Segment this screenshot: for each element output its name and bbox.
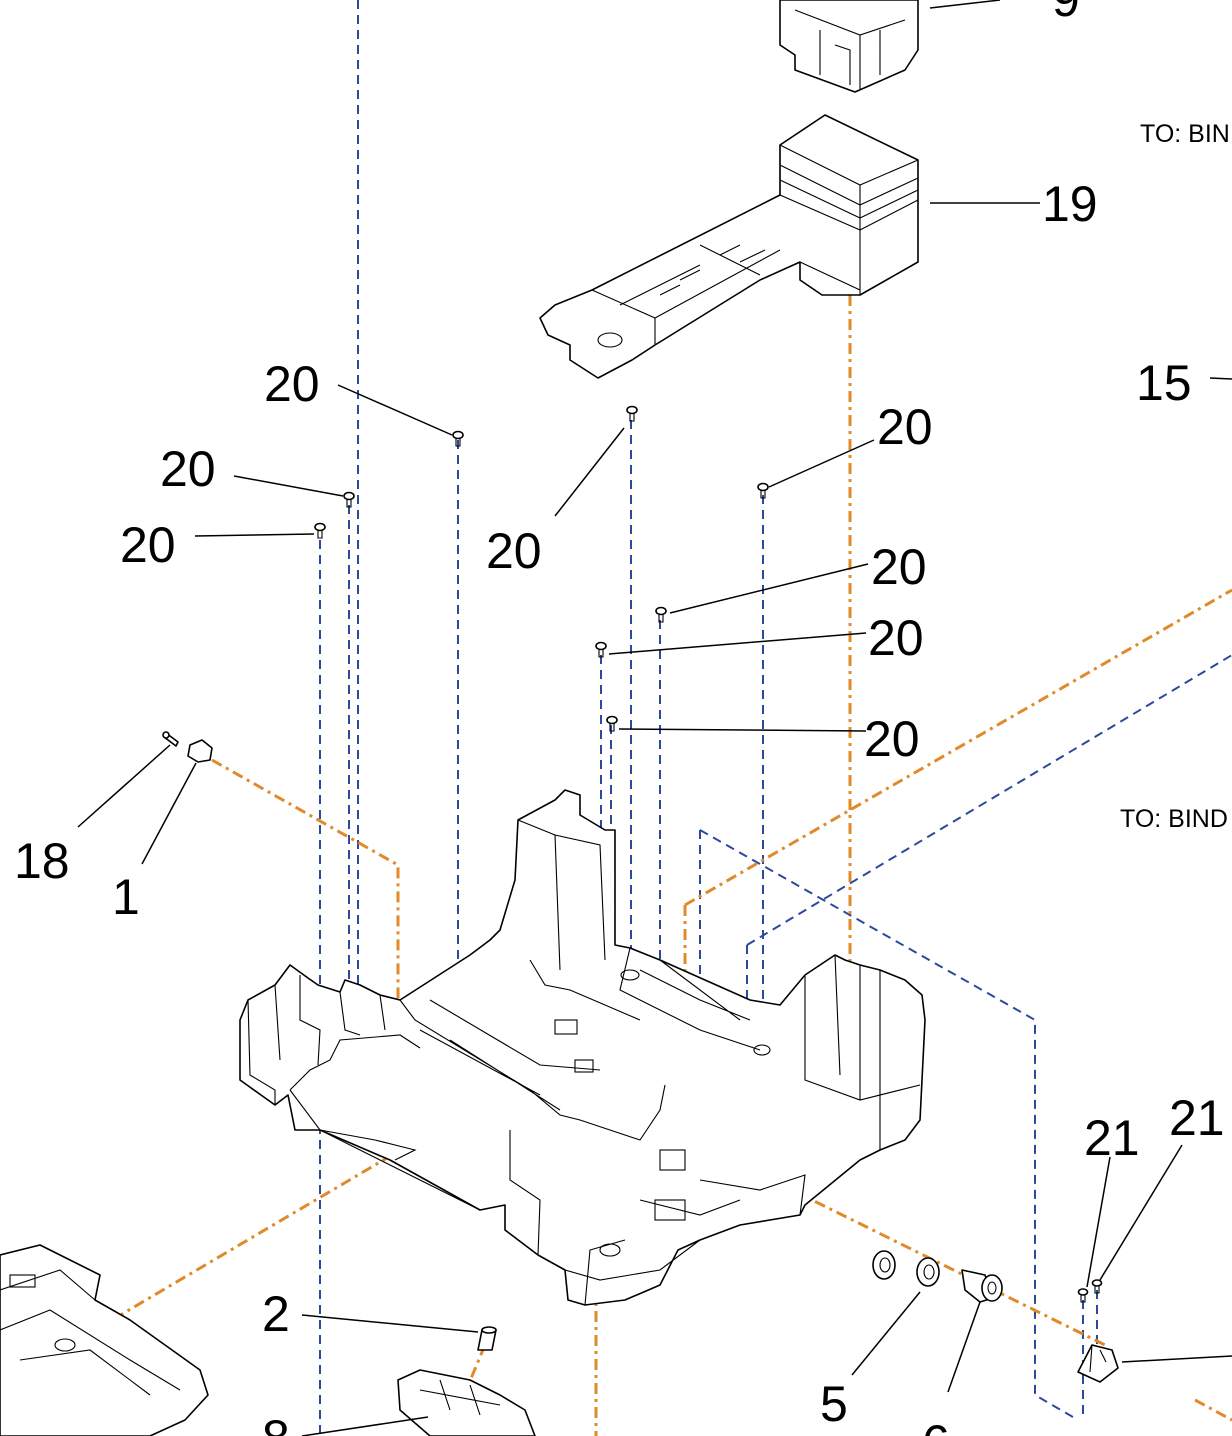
callout-20-f: 20 xyxy=(871,539,927,595)
note-to-bind-top: TO: BIN xyxy=(1140,120,1230,148)
callout-9: 9 xyxy=(1052,0,1080,27)
callout-20-c: 20 xyxy=(120,517,176,573)
screw-20-e xyxy=(757,482,769,499)
screw-21-a xyxy=(1077,1288,1089,1303)
callout-20-d: 20 xyxy=(486,523,542,579)
part-1-clip xyxy=(187,739,213,763)
screw-20-g xyxy=(595,641,607,658)
callout-20-g: 20 xyxy=(868,610,924,666)
bracket-part xyxy=(1077,1344,1119,1383)
callout-labels: 9 19 15 20 20 20 20 20 20 20 20 18 1 21 … xyxy=(14,0,1225,1436)
screw-20-d xyxy=(626,405,638,422)
callout-18: 18 xyxy=(14,833,70,889)
part-18-pin xyxy=(162,731,179,747)
lower-housing-frame xyxy=(239,789,926,1306)
screws-20 xyxy=(314,405,1103,1303)
screw-21-b xyxy=(1091,1279,1103,1294)
part-2-shaft xyxy=(477,1326,497,1351)
callout-20-a: 20 xyxy=(264,356,320,412)
part-8-roller-assembly xyxy=(397,1369,536,1436)
note-to-bind-right: TO: BIND xyxy=(1120,805,1228,833)
callout-2: 2 xyxy=(262,1286,290,1342)
part-19-ink-pad-assembly xyxy=(539,114,919,379)
screw-20-c xyxy=(314,522,326,539)
callout-20-b: 20 xyxy=(160,441,216,497)
callout-20-h: 20 xyxy=(864,711,920,767)
callout-20-e: 20 xyxy=(877,399,933,455)
notes: TO: BIN TO: BIND xyxy=(1120,120,1230,833)
callout-21-a: 21 xyxy=(1084,1110,1140,1166)
screw-20-b xyxy=(343,491,355,508)
paper-tray-part xyxy=(0,1244,209,1436)
part-9-assembly xyxy=(779,0,919,93)
callout-19: 19 xyxy=(1042,176,1098,232)
part-5-bearings xyxy=(872,1250,940,1287)
screw-20-h xyxy=(606,715,618,732)
callout-6: 6 xyxy=(922,1415,950,1436)
screw-20-f xyxy=(655,606,667,623)
callout-8: 8 xyxy=(262,1410,290,1436)
callout-15: 15 xyxy=(1136,355,1192,411)
part-6-roller-bushing xyxy=(961,1269,1003,1303)
callout-21-b: 21 xyxy=(1169,1090,1225,1146)
leader-lines xyxy=(77,0,1232,1436)
screw-20-a xyxy=(452,430,464,447)
callout-5: 5 xyxy=(820,1376,848,1432)
callout-1: 1 xyxy=(112,869,140,925)
